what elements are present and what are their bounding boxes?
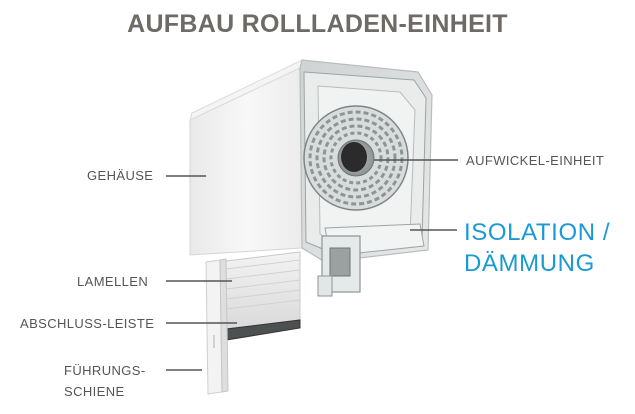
label-fuehrungsschiene-line2: SCHIENE	[64, 384, 125, 399]
label-fuehrungsschiene-line1: FÜHRUNGS-	[64, 363, 146, 378]
insulation-profile	[317, 223, 425, 297]
label-isolation-line2: DÄMMUNG	[464, 250, 595, 277]
label-lamellen: LAMELLEN	[77, 274, 149, 289]
label-isolation: ISOLATION / DÄMMUNG	[464, 217, 610, 279]
label-fuehrungsschiene: FÜHRUNGS- SCHIENE	[64, 362, 146, 400]
label-isolation-line1: ISOLATION /	[464, 219, 611, 246]
leader-lines	[166, 159, 458, 371]
label-abschlussleiste: ABSCHLUSS-LEISTE	[20, 316, 155, 331]
label-aufwickel: AUFWICKEL-EINHEIT	[466, 153, 605, 168]
housing-front	[189, 59, 303, 256]
diagram-title: AUFBAU ROLLLADEN-EINHEIT	[127, 10, 508, 38]
label-gehaeuse: GEHÄUSE	[87, 168, 154, 183]
winding-roll	[303, 105, 409, 211]
guide-rail	[205, 258, 229, 395]
shutter-slats	[217, 251, 301, 331]
